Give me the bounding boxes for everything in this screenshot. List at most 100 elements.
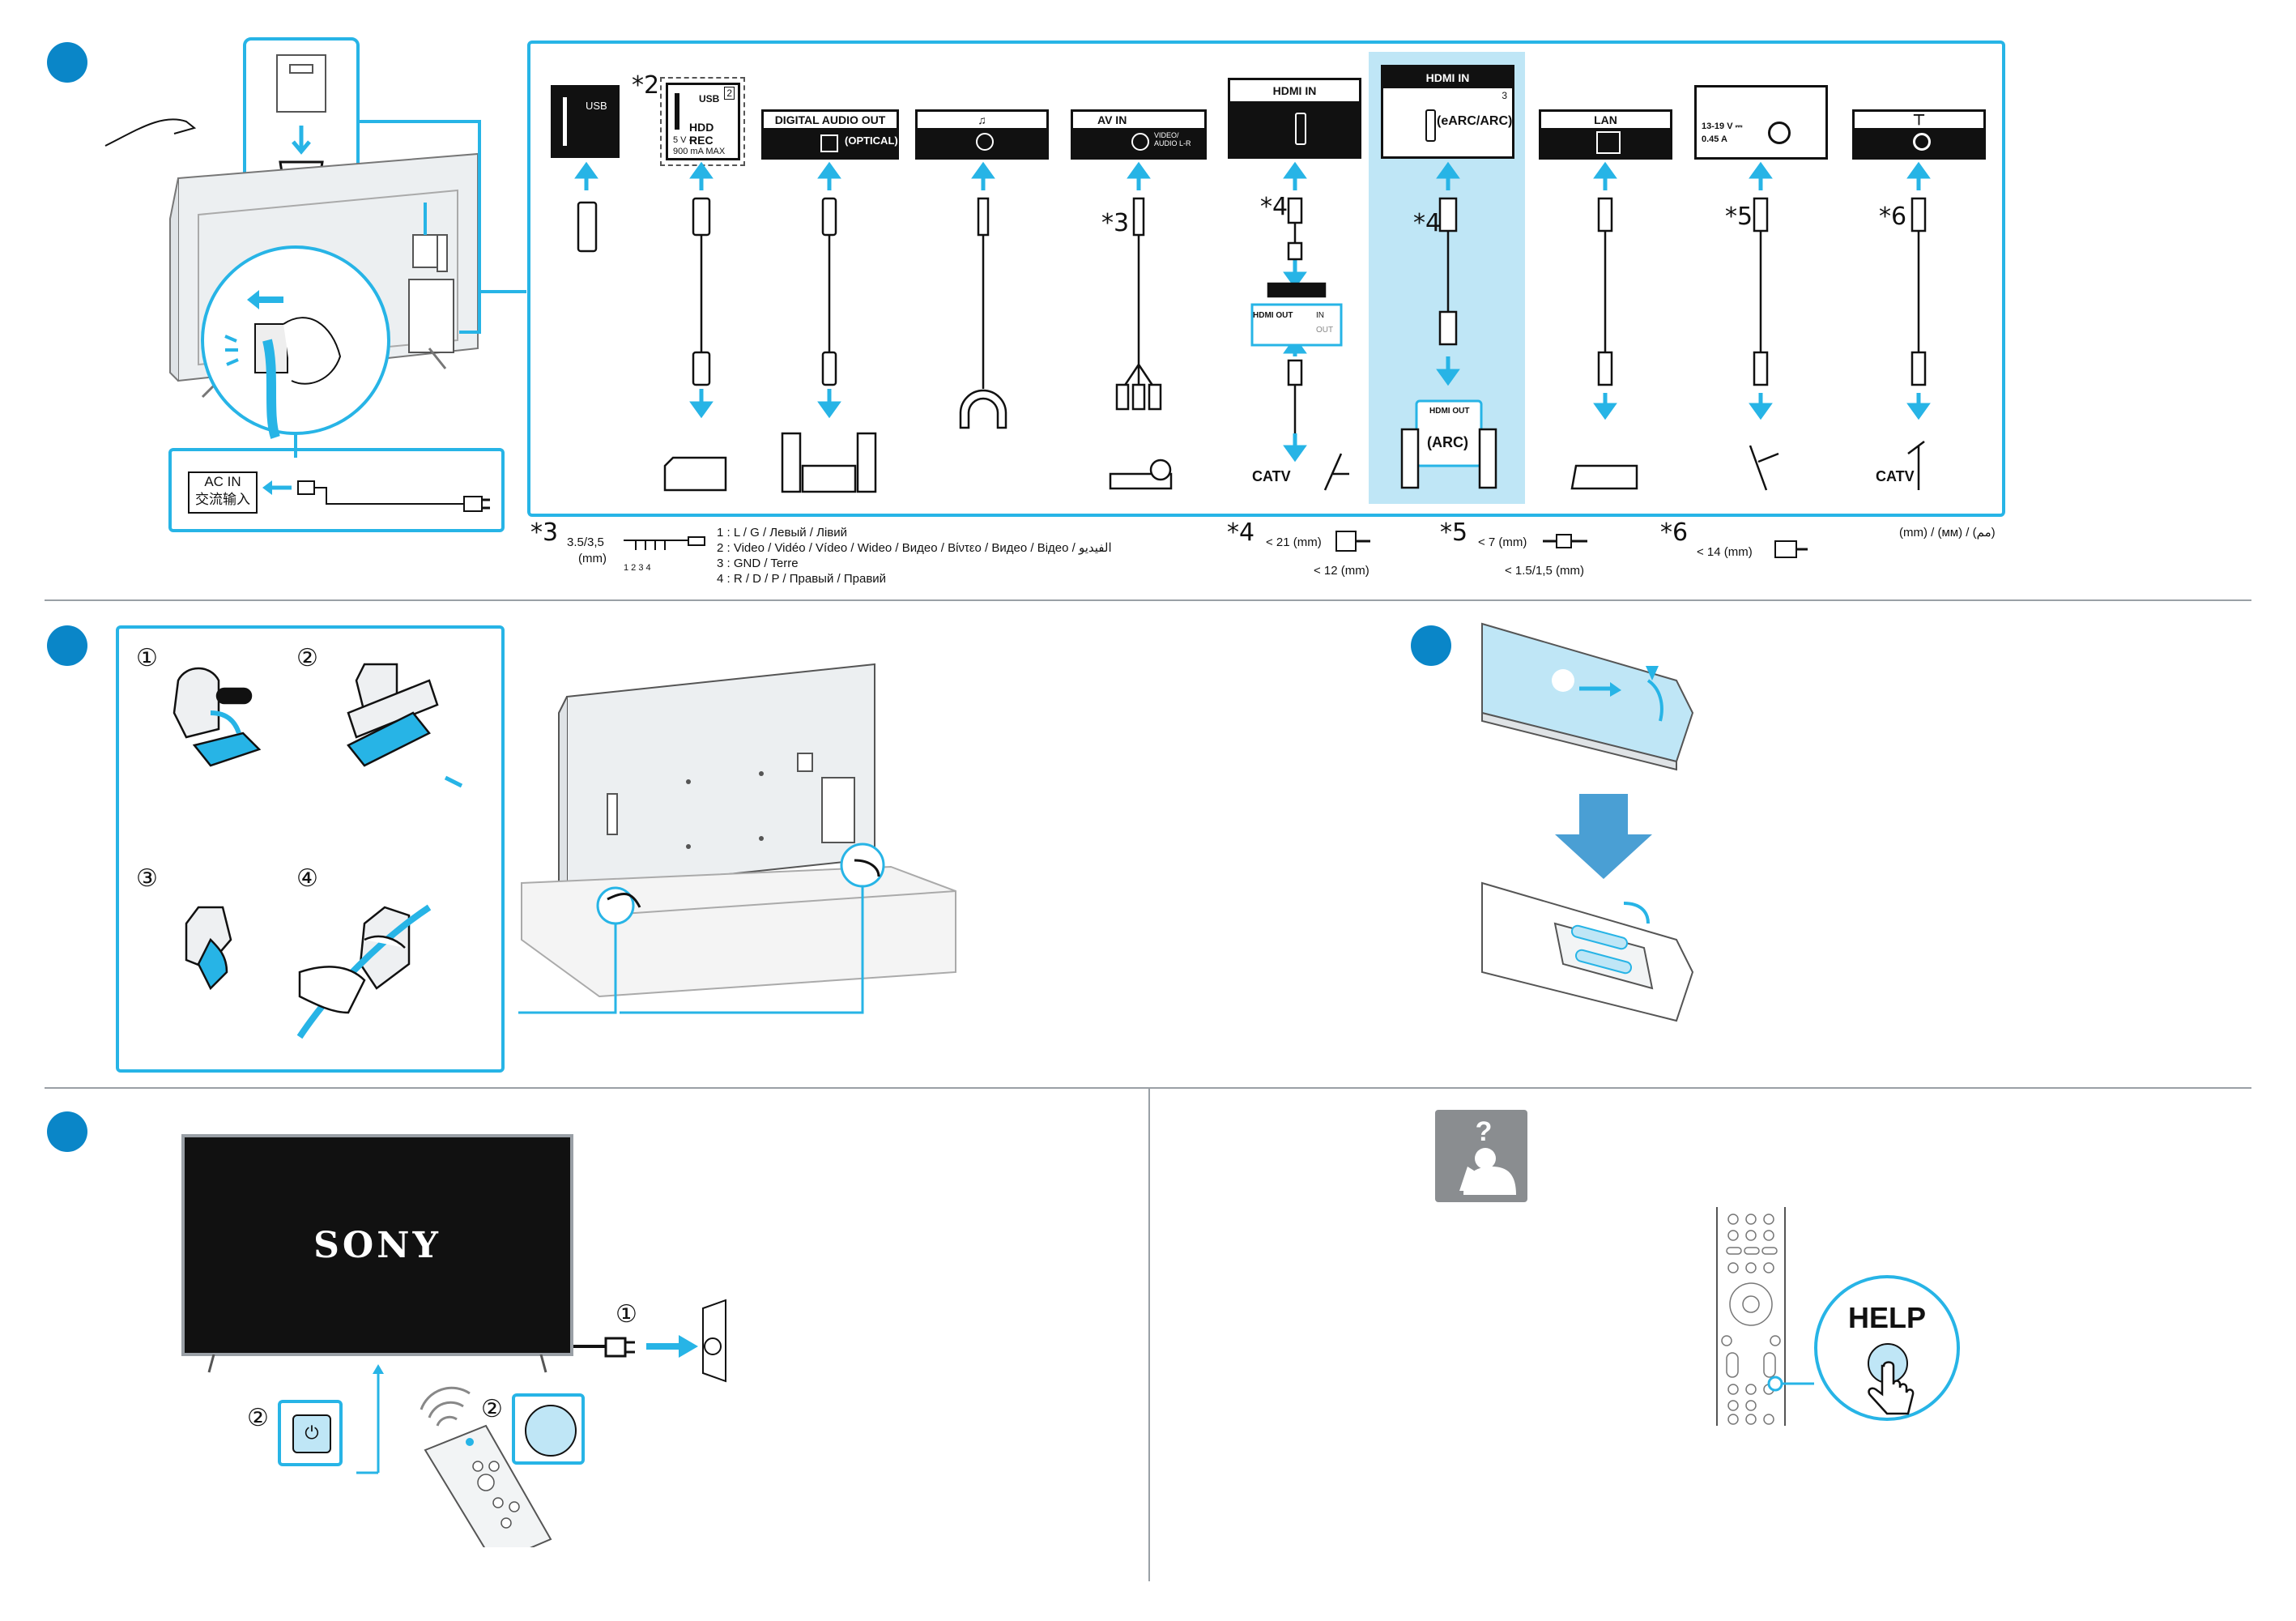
ac-in-text-cn: 交流输入 xyxy=(195,492,250,507)
brand-logo: SONY xyxy=(313,1225,441,1266)
step-3-marker xyxy=(1411,625,1451,666)
sat-current: 0.45 A xyxy=(1702,134,1728,144)
clip-step-1: ① xyxy=(136,644,158,672)
earc-hdmi-out-label: HDMI OUT xyxy=(1429,407,1470,416)
cable-clip-illustrations xyxy=(173,663,463,1039)
star-6: *6 xyxy=(1879,203,1907,231)
usb2-current: 900 mA MAX xyxy=(673,147,726,156)
clip-step-2: ② xyxy=(296,644,318,672)
headphone-port: ♫ xyxy=(915,109,1049,160)
step-4-marker xyxy=(47,1111,87,1152)
star-4a: *4 xyxy=(1260,193,1289,221)
hdmi3-badge: 3 xyxy=(1502,90,1507,101)
note5-star: *5 xyxy=(1440,518,1468,547)
star-4b: *4 xyxy=(1413,209,1442,237)
note5-b: < 1.5/1,5 (mm) xyxy=(1505,564,1584,578)
note5-a: < 7 (mm) xyxy=(1478,535,1527,549)
remote-wave-illustration xyxy=(420,1386,552,1547)
connection-panel xyxy=(527,41,2005,517)
divider-vertical xyxy=(1148,1087,1150,1581)
note4-a: < 21 (mm) xyxy=(1266,535,1322,549)
note3-line1: 1 : L / G / Левый / Лівий xyxy=(717,526,848,540)
digital-audio-port: DIGITAL AUDIO OUT (OPTICAL) xyxy=(761,109,899,160)
headphone-symbol: ♫ xyxy=(918,112,1046,128)
remote-power-circle xyxy=(525,1405,577,1457)
star-5: *5 xyxy=(1725,203,1753,231)
help-person-icon: ? xyxy=(1435,1110,1527,1202)
cables-and-devices xyxy=(574,161,1931,493)
optical-label: (OPTICAL) xyxy=(845,134,898,147)
antenna-port: ⊤ xyxy=(1852,109,1986,160)
note3-line2: 2 : Video / Vidéo / Vídeo / Wideo / Виде… xyxy=(717,541,1112,555)
star-2: *2 xyxy=(632,71,660,100)
catv-label-2: CATV xyxy=(1876,468,1915,484)
lan-port: LAN xyxy=(1539,109,1672,160)
tv-stand-illustration xyxy=(518,663,956,1014)
usb1-label: USB xyxy=(586,100,607,112)
note3-pins: 1 2 3 4 xyxy=(624,563,651,573)
tv-screen: SONY xyxy=(181,1134,573,1356)
note3-line3: 3 : GND / Terre xyxy=(717,557,799,570)
note3-legend: 1 : L / G / Левый / Лівий 2 : Video / Vi… xyxy=(717,525,1112,587)
note4-b: < 12 (mm) xyxy=(1314,564,1370,578)
antenna-symbol: ⊤ xyxy=(1855,112,1983,128)
av-in-label: AV IN xyxy=(1073,112,1204,128)
out-label: OUT xyxy=(1316,326,1334,335)
signal-line xyxy=(356,1364,384,1474)
step-1-marker xyxy=(47,42,87,83)
note4-star: *4 xyxy=(1227,518,1255,547)
power-cord-icon xyxy=(262,480,490,512)
note4-plug-icon xyxy=(1335,531,1370,552)
note3-unit: (mm) xyxy=(578,552,607,565)
usb2-rec: HDD REC xyxy=(689,121,714,147)
usb2-port: USB 2 HDD REC 5 V ⎓ 900 mA MAX xyxy=(666,83,740,160)
remote-battery-illustration xyxy=(1481,622,1694,1022)
hdmi-in-label: HDMI IN xyxy=(1230,80,1359,101)
divider-top xyxy=(45,599,2251,601)
remote-power-button[interactable] xyxy=(512,1393,585,1465)
av-in-port: AV IN VIDEO/ AUDIO L-R xyxy=(1071,109,1207,160)
av-in-sub: VIDEO/ AUDIO L-R xyxy=(1154,131,1191,147)
note3-line4: 4 : R / D / P / Правый / Правий xyxy=(717,572,887,586)
usb1-port: USB xyxy=(551,85,620,158)
catv-label-1: CATV xyxy=(1252,468,1291,484)
ac-in-panel xyxy=(168,448,505,532)
remote-help-illustration xyxy=(1716,1207,1814,1426)
tv-rear-illustration xyxy=(104,37,526,458)
pointing-hand-icon xyxy=(1868,1361,1915,1415)
hdmi-in-port: HDMI IN xyxy=(1228,78,1361,159)
digital-audio-label: DIGITAL AUDIO OUT xyxy=(764,112,897,128)
cable-clip-panel xyxy=(116,625,505,1073)
note6-star: *6 xyxy=(1660,518,1689,547)
note3-star: *3 xyxy=(530,518,559,547)
usb2-power: 5 V ⎓ xyxy=(673,135,696,145)
help-zoom-circle: HELP xyxy=(1814,1275,1960,1421)
help-label: HELP xyxy=(1847,1301,1926,1334)
lan-label: LAN xyxy=(1541,112,1670,128)
usb2-badge: 2 xyxy=(724,87,735,100)
tv-power-button[interactable]: ⏻ xyxy=(278,1400,343,1466)
power-step-2a: ② xyxy=(247,1404,269,1432)
star-3: *3 xyxy=(1101,209,1130,237)
usb2-label: USB xyxy=(699,93,720,105)
arc-label: (ARC) xyxy=(1427,434,1468,450)
step-2-marker xyxy=(47,625,87,666)
clip-step-3: ③ xyxy=(136,864,158,893)
units-note: (mm) / (мм) / (مم) xyxy=(1899,526,1996,540)
hdmi3-earc-port: HDMI IN 3 (eARC/ARC) xyxy=(1381,65,1514,159)
divider-middle xyxy=(45,1087,2251,1089)
ac-in-label-box: AC IN 交流输入 xyxy=(188,471,258,514)
tv-legs xyxy=(207,1354,547,1373)
hdmi3-label: HDMI IN xyxy=(1383,67,1512,88)
power-step-1: ① xyxy=(616,1300,637,1329)
ac-in-text: AC IN xyxy=(204,474,241,489)
note6-plug-icon xyxy=(1774,540,1808,558)
earc-label: (eARC/ARC) xyxy=(1437,114,1513,128)
svg-text:?: ? xyxy=(1476,1116,1493,1147)
note3-dim: 3.5/3,5 xyxy=(567,535,604,549)
note5-plug-icon xyxy=(1543,534,1587,548)
hdmi-out-label: HDMI OUT xyxy=(1253,311,1293,320)
clip-step-4: ④ xyxy=(296,864,318,893)
sat-voltage: 13-19 V ⎓ xyxy=(1702,122,1743,131)
power-step-2b: ② xyxy=(481,1395,503,1423)
